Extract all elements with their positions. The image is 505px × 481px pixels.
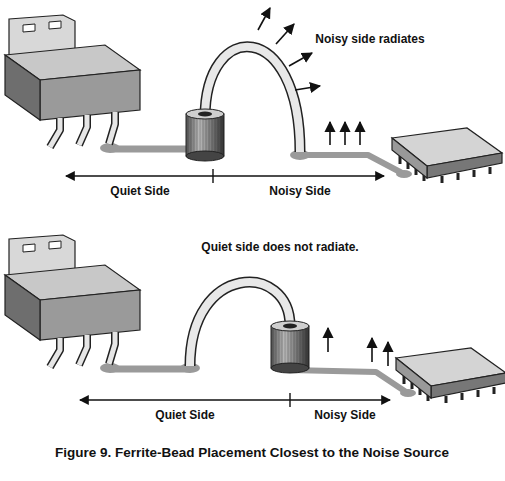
figure-caption: Figure 9. Ferrite-Bead Placement Closest…: [55, 446, 449, 460]
side-label: Quiet Side: [110, 184, 169, 198]
ferrite-bead: [271, 321, 309, 373]
dimension-line: [66, 169, 384, 183]
note-label: Noisy side radiates: [315, 32, 424, 46]
voltage-regulator: [5, 15, 140, 147]
radiation-arrow: [258, 8, 360, 145]
voltage-regulator: [5, 235, 140, 367]
radiation-arrow: [328, 328, 388, 366]
pcb-trace: [100, 143, 412, 178]
ic-chip: [392, 128, 502, 183]
ic-chip: [396, 348, 505, 403]
side-label: Quiet Side: [155, 408, 214, 422]
ferrite-bead: [186, 109, 224, 161]
side-label: Noisy Side: [269, 184, 330, 198]
side-label: Noisy Side: [314, 408, 375, 422]
dimension-line: [80, 393, 390, 407]
pcb-trace: [100, 363, 416, 397]
note-label: Quiet side does not radiate.: [201, 240, 358, 254]
